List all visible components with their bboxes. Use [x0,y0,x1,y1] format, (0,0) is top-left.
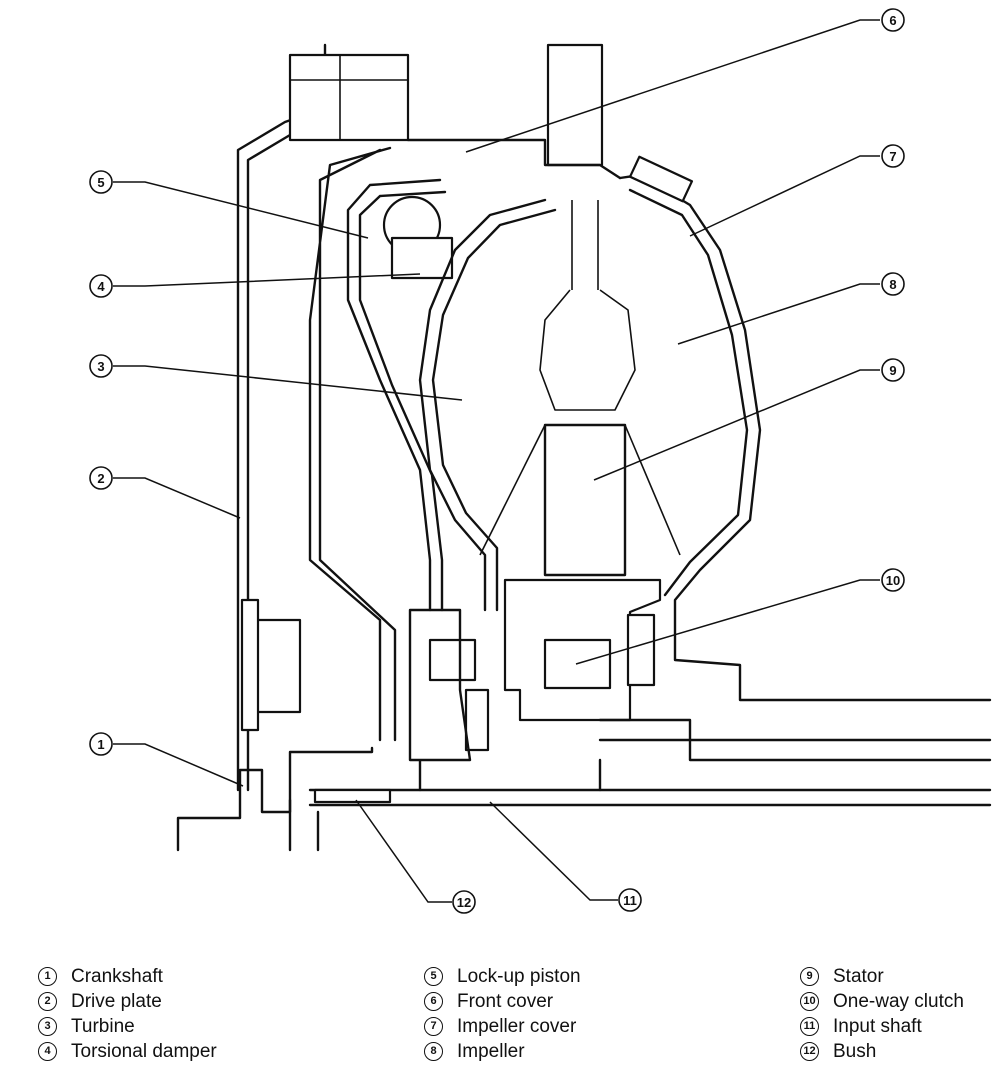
stator-blade [479,424,546,556]
leader-11 [489,801,618,901]
bearing-left [464,688,490,752]
callout-5: 5 [89,170,113,194]
legend-item: 8 Impeller [424,1039,581,1064]
callout-6: 6 [881,8,905,32]
bush [313,788,392,804]
svg-text:9: 9 [889,363,896,378]
impeller-boss [546,43,604,167]
legend-number: 7 [424,1017,443,1036]
legend-label: Bush [833,1041,877,1062]
legend-number: 11 [800,1017,819,1036]
legend-item: 9 Stator [800,964,964,989]
legend-number: 6 [424,992,443,1011]
callout-9: 9 [881,358,905,382]
leader-4 [113,273,421,287]
bearing [626,613,656,687]
legend-label: Input shaft [833,1016,922,1037]
callout-12: 12 [452,890,476,914]
leader-8 [677,283,880,345]
legend-item: 11 Input shaft [800,1014,964,1039]
legend-label: Stator [833,966,884,987]
legend-label: Turbine [71,1016,135,1037]
crankshaft-outline [176,746,374,852]
legend-item: 12 Bush [800,1039,964,1064]
callout-1: 1 [89,732,113,756]
leader-5 [113,181,369,239]
front-cover [308,138,622,742]
legend-item: 6 Front cover [424,989,581,1014]
legend-label: Impeller [457,1041,525,1062]
leader-10 [575,579,880,665]
legend-item: 10 One-way clutch [800,989,964,1014]
legend-label: Front cover [457,991,554,1012]
leader-6 [465,19,880,153]
legend-item: 4 Torsional damper [38,1039,217,1064]
legend-item: 5 Lock-up piston [424,964,581,989]
legend-item: 2 Drive plate [38,989,217,1014]
drive-plate-bolt-head [240,598,260,732]
drive-plate-bolt [250,618,302,714]
legend-number: 10 [800,992,819,1011]
legend-item: 1 Crankshaft [38,964,217,989]
callout-4: 4 [89,274,113,298]
svg-text:3: 3 [97,359,104,374]
input-shaft [308,788,992,852]
leader-1 [113,743,244,787]
svg-text:11: 11 [623,893,637,908]
pump-housing [288,758,602,852]
legend-number: 2 [38,992,57,1011]
leader-3 [113,365,463,401]
svg-text:2: 2 [97,471,104,486]
svg-text:12: 12 [457,895,471,910]
legend-number: 4 [38,1042,57,1061]
stator-support [598,718,992,762]
stator [543,423,627,577]
impeller-cover [618,173,992,702]
callout-3: 3 [89,354,113,378]
callout-7: 7 [881,144,905,168]
legend-column-1: 1 Crankshaft 2 Drive plate 3 Turbine 4 Torsi… [38,964,217,1064]
legend-item: 3 Turbine [38,1014,217,1039]
legend-label: Crankshaft [71,966,163,987]
callout-10: 10 [881,568,905,592]
torus-core [539,289,636,411]
turbine-hub [428,638,477,682]
leader-7 [689,155,880,237]
leader-12 [355,799,452,903]
leader-2 [113,477,241,519]
legend-number: 1 [38,967,57,986]
svg-text:4: 4 [97,279,105,294]
svg-text:7: 7 [889,149,896,164]
lock-up-piston [346,178,447,612]
ring-gear [288,53,410,142]
svg-text:6: 6 [889,13,896,28]
legend-item: 7 Impeller cover [424,1014,581,1039]
svg-text:10: 10 [886,573,900,588]
legend-label: Torsional damper [71,1041,217,1062]
legend-number: 8 [424,1042,443,1061]
svg-text:5: 5 [97,175,104,190]
legend-number: 5 [424,967,443,986]
impeller-cover-weld [628,155,694,203]
legend-column-2: 5 Lock-up piston 6 Front cover 7 Impeller c… [424,964,581,1064]
legend-label: Drive plate [71,991,162,1012]
svg-text:1: 1 [97,737,104,752]
callout-8: 8 [881,272,905,296]
stator-blade [624,424,681,556]
legend-number: 12 [800,1042,819,1061]
leader-9 [593,369,880,481]
turbine-shaft-hub [408,608,472,792]
torque-converter-diagram [176,43,992,852]
callout-2: 2 [89,466,113,490]
svg-text:8: 8 [889,277,896,292]
legend-number: 9 [800,967,819,986]
legend-label: Impeller cover [457,1016,577,1037]
turbine [418,198,557,612]
callout-11: 11 [618,888,642,912]
legend-label: Lock-up piston [457,966,581,987]
callouts-layer: 1 2 3 4 5 6 7 8 9 10 11 12 [89,8,905,914]
legend-label: One-way clutch [833,991,964,1012]
legend-number: 3 [38,1017,57,1036]
legend-column-3: 9 Stator 10 One-way clutch 11 Input shaft 1… [800,964,964,1064]
